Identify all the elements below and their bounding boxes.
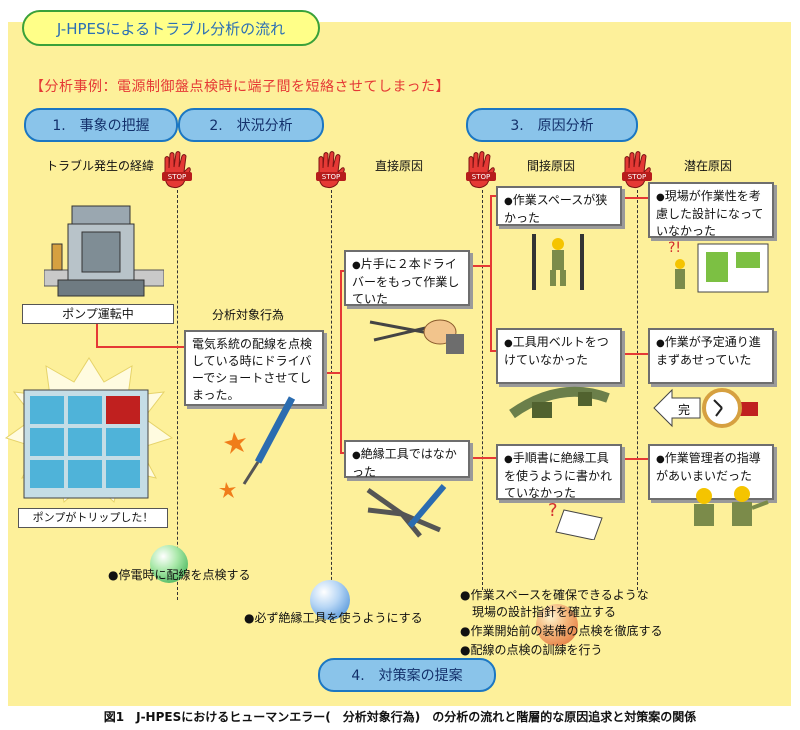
countermeasure-3a: ●作業スペースを確保できるような [460, 588, 649, 602]
countermeasure-3c: ●作業開始前の装備の点検を徹底する [460, 624, 663, 638]
label-trouble-process: トラブル発生の経緯 [46, 159, 155, 173]
latent-cause-box-3: 作業管理者の指導があいまいだった [648, 444, 774, 500]
connector-line [96, 346, 184, 348]
svg-text:?!: ?! [668, 240, 681, 256]
latent-cause-box-2: 作業が予定通り進まずあせっていた [648, 328, 774, 384]
countermeasure-2: ●必ず絶縁工具を使うようにする [244, 611, 423, 625]
diagram-title: J-HPESによるトラブル分析の流れ [22, 10, 320, 46]
indirect-cause-box-2: 工具用ベルトをつけていなかった [496, 328, 622, 384]
confused-worker-plan-illustration: ?! [666, 236, 770, 296]
timeline-dashed-1 [177, 190, 178, 600]
pump-running-label: ポンプ運転中 [22, 304, 174, 324]
svg-text:?: ? [548, 500, 558, 521]
label-indirect-cause: 間接原因 [527, 159, 576, 173]
countermeasure-1: ●停電時に配線を点検する [108, 568, 251, 582]
indirect-cause-box-1: 作業スペースが狭かった [496, 186, 622, 226]
countermeasure-sphere-orange [536, 604, 578, 646]
connector-line [622, 458, 650, 460]
target-action-box: 電気系統の配線を点検している時にドライバーでショートさせてしまった。 [184, 330, 324, 406]
timeline-dashed-4 [637, 190, 638, 590]
connector-line [340, 270, 342, 452]
tool-belt-illustration [508, 384, 612, 426]
connector-line [490, 195, 492, 350]
label-analysis-target: 分析対象行為 [212, 308, 285, 322]
countermeasure-3b: 現場の設計指針を確立する [472, 605, 617, 619]
timeline-dashed-3 [482, 190, 483, 590]
two-screwdrivers-illustration [364, 304, 464, 360]
direct-cause-box-1: 片手に２本ドライバーをもって作業していた [344, 250, 470, 306]
label-direct-cause: 直接原因 [375, 159, 424, 173]
stage-3-pill: 3. 原因分析 [466, 108, 638, 142]
timeline-dashed-2 [331, 190, 332, 600]
indirect-cause-box-3: 手順書に絶縁工具を使うように書かれていなかった [496, 444, 622, 500]
stop-hand-icon: STOP [463, 150, 499, 194]
svg-text:完: 完 [678, 402, 690, 417]
stage-4-pill: 4. 対策案の提案 [318, 658, 496, 692]
svg-text:STOP: STOP [322, 173, 340, 181]
screwdriver-spark-illustration [214, 392, 304, 502]
svg-text:STOP: STOP [168, 173, 186, 181]
manual-document-illustration: ? [544, 496, 604, 541]
worker-narrow-space-illustration [528, 232, 588, 292]
connector-line [490, 195, 498, 197]
stop-hand-icon: STOP [619, 150, 655, 194]
direct-cause-box-2: 絶縁工具ではなかった [344, 440, 470, 479]
countermeasure-sphere-blue [310, 580, 350, 620]
countermeasure-3d: ●配線の点検の訓練を行う [460, 643, 603, 657]
pliers-screwdriver-illustration [362, 480, 452, 540]
connector-line [470, 457, 498, 459]
stage-1-pill: 1. 事象の把握 [24, 108, 178, 142]
trip-starburst [4, 356, 174, 506]
connector-line [324, 372, 340, 374]
stop-hand-icon: STOP [313, 150, 349, 194]
connector-line [470, 265, 490, 267]
label-latent-cause: 潜在原因 [684, 159, 733, 173]
case-example: 【分析事例：電源制御盤点検時に端子間を短絡させてしまった】 [30, 79, 450, 95]
pump-tripped-label: ポンプがトリップした！ [18, 508, 168, 528]
supervisor-workers-illustration [680, 480, 772, 536]
stage-2-pill: 2. 状況分析 [178, 108, 324, 142]
clock-arrow-illustration: 完 [652, 384, 760, 432]
connector-line [622, 353, 650, 355]
countermeasure-sphere-green [150, 545, 188, 583]
figure-caption: 図1 J-HPESにおけるヒューマンエラー( 分析対象行為) の分析の流れと階層… [103, 710, 697, 724]
connector-line [622, 197, 650, 199]
svg-text:STOP: STOP [628, 173, 646, 181]
latent-cause-box-1: 現場が作業性を考慮した設計になっていなかった [648, 182, 774, 238]
stop-hand-icon: STOP [159, 150, 195, 194]
pump-illustration [43, 192, 165, 304]
connector-line [96, 318, 98, 346]
svg-text:STOP: STOP [472, 173, 490, 181]
connector-line [490, 350, 498, 352]
